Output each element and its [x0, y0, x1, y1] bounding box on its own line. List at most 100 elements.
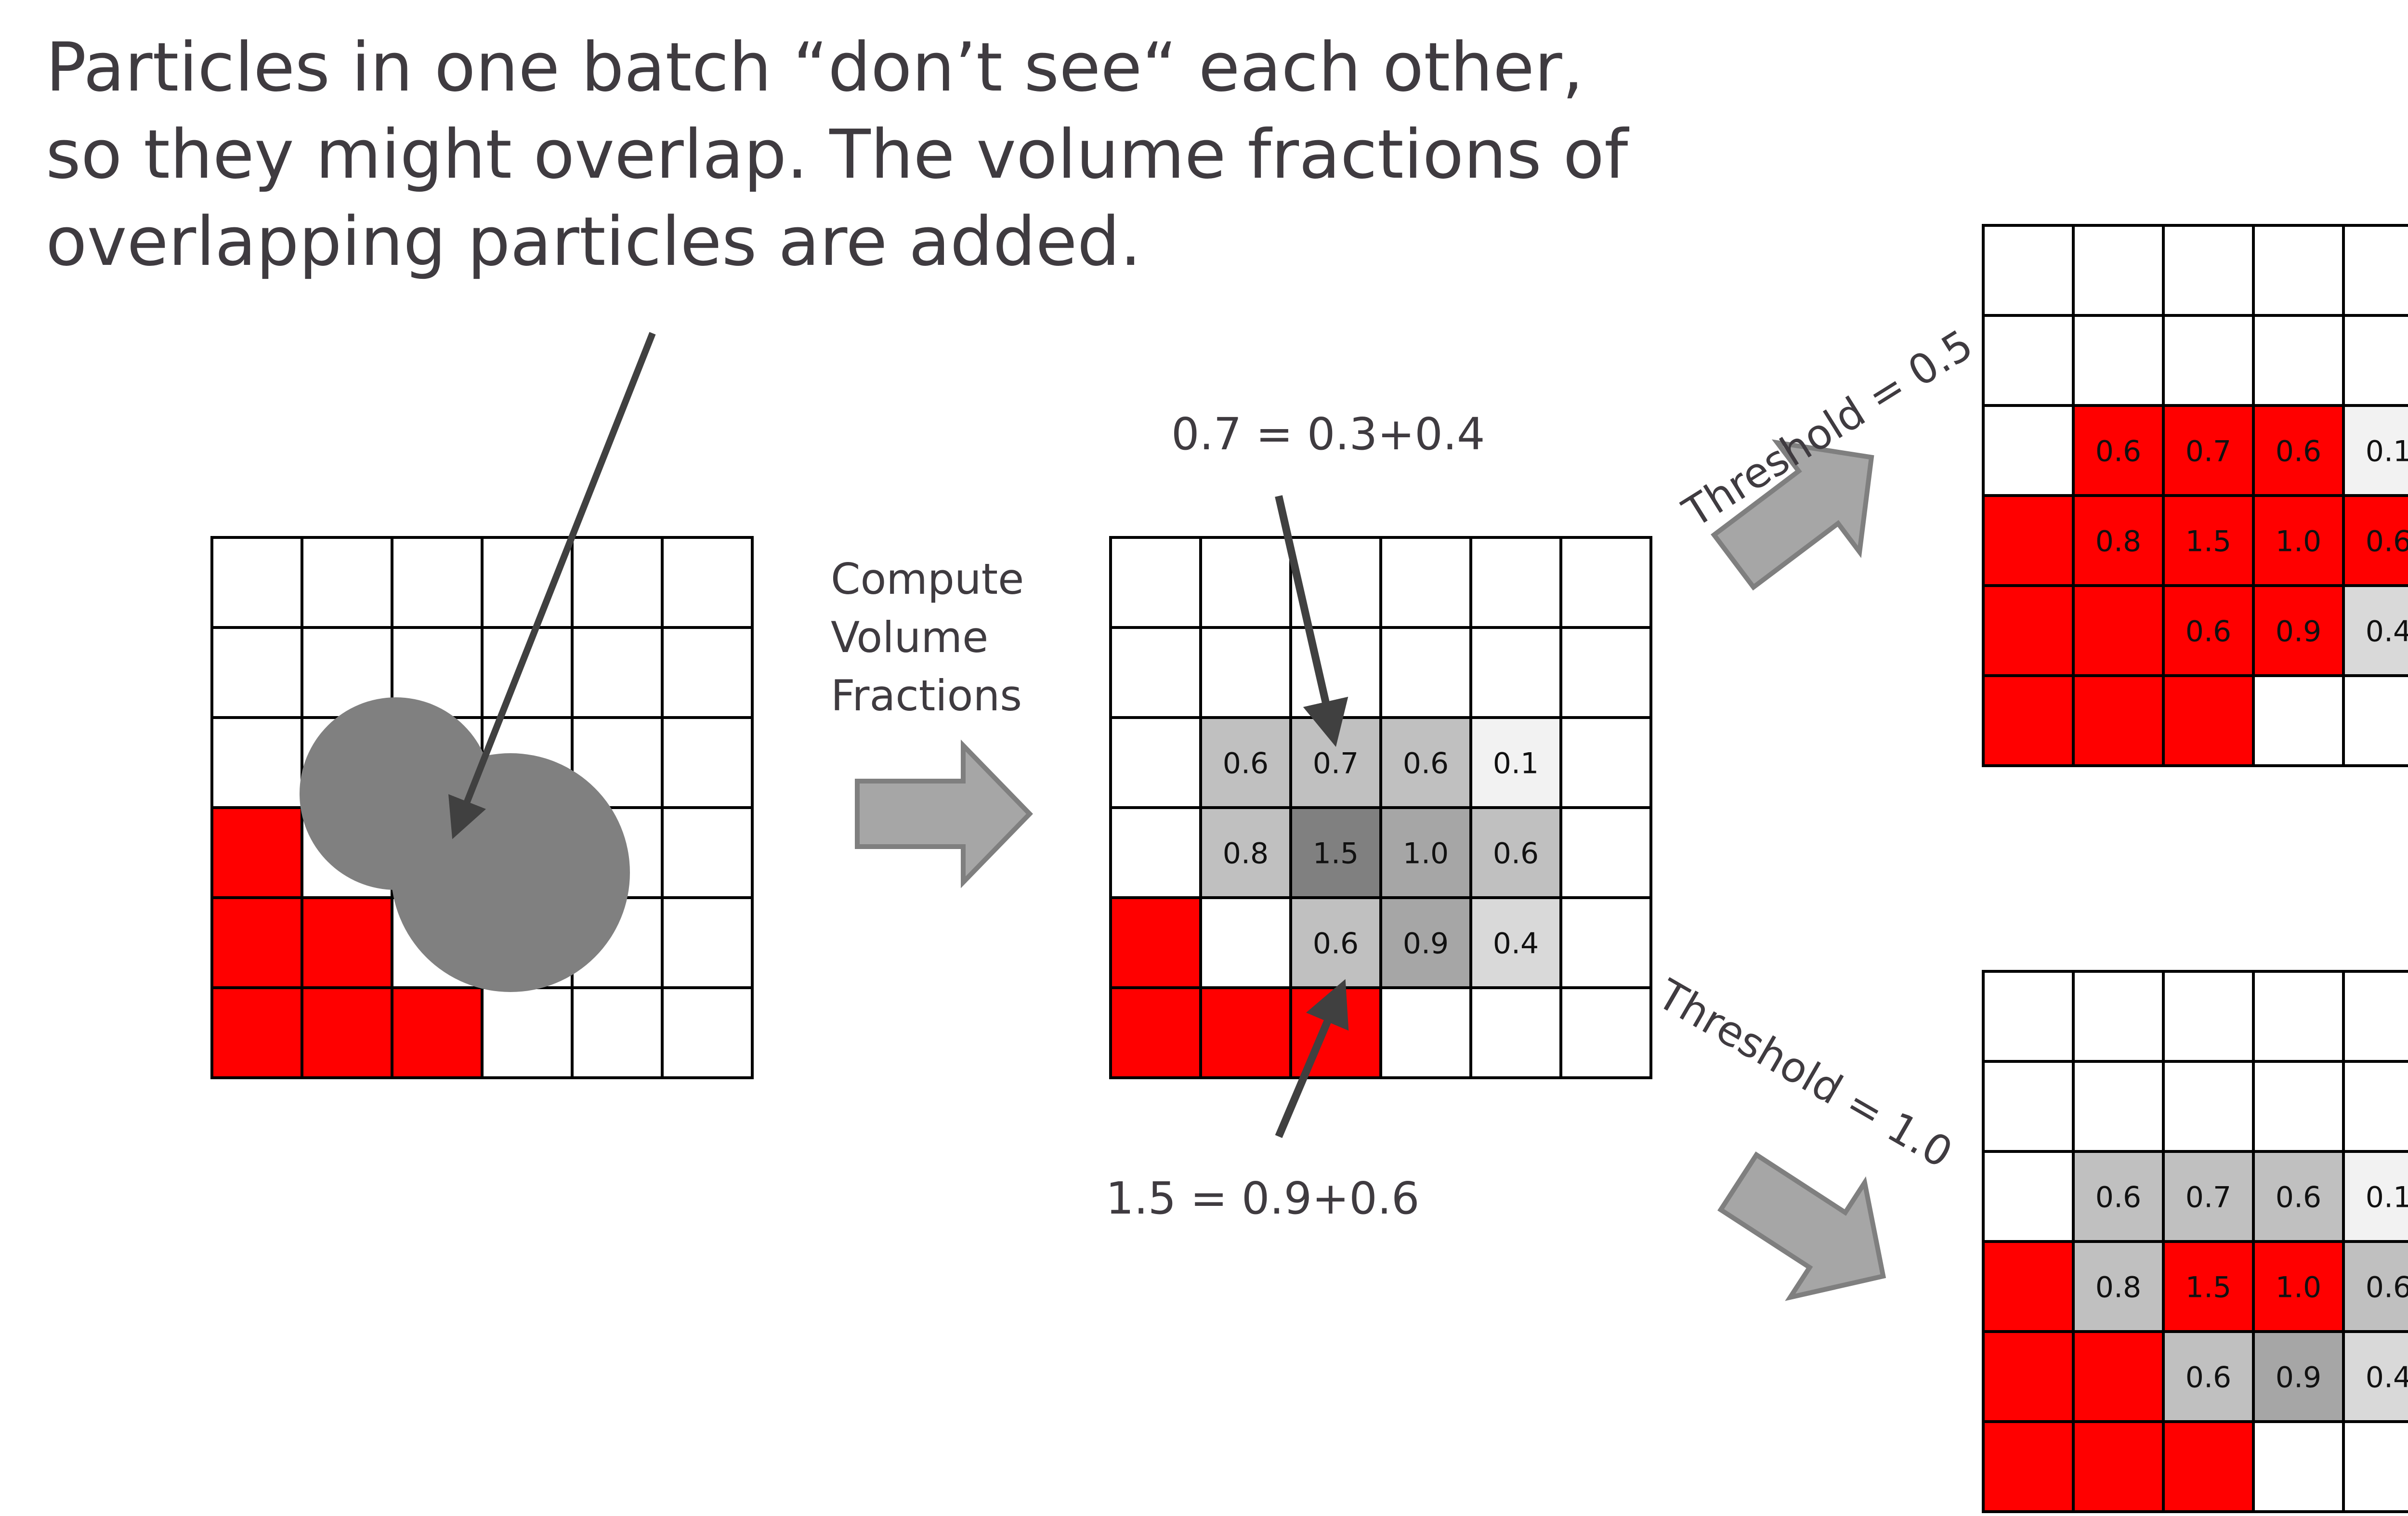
grid-cell	[2252, 1060, 2345, 1153]
grid-cell	[2162, 1150, 2255, 1243]
grid-cell	[2252, 1330, 2345, 1423]
grid-cell	[571, 986, 664, 1079]
cell-value: 0.1	[2366, 435, 2408, 469]
grid-cell	[2072, 314, 2165, 407]
grid-cell-solid	[1982, 494, 2075, 587]
grid-cell	[571, 536, 664, 629]
grid-cell	[1199, 716, 1292, 809]
grid-cell	[1379, 716, 1472, 809]
cell-value: 1.0	[2276, 525, 2321, 559]
grid-cell	[2342, 1330, 2408, 1423]
cell-value: 0.4	[2366, 615, 2408, 649]
grid-cell	[210, 536, 303, 629]
cell-value: 0.4	[2366, 1361, 2408, 1395]
grid-cell	[1982, 970, 2075, 1063]
caption-line-3: overlapping particles are added.	[46, 203, 1141, 281]
sum-bottom-label: 1.5 = 0.9+0.6	[1106, 1173, 1420, 1224]
grid-cell-solid	[1109, 896, 1202, 989]
grid-cell	[2342, 314, 2408, 407]
grid-cell	[481, 536, 574, 629]
grid-cell-solid	[2072, 674, 2165, 767]
grid-cell	[661, 716, 754, 809]
grid-cell	[1469, 536, 1562, 629]
grid-cell	[1199, 626, 1292, 719]
cell-value: 0.6	[1493, 837, 1539, 871]
cell-value: 0.6	[2095, 1181, 2141, 1215]
cell-value: 0.6	[2186, 1361, 2231, 1395]
threshold-10-arrow	[1717, 1151, 1886, 1301]
grid-cell	[1469, 716, 1562, 809]
grid-cell-solid	[2342, 494, 2408, 587]
grid-cell-solid	[391, 986, 484, 1079]
grid-cell	[661, 986, 754, 1079]
grid-cell-solid	[210, 896, 303, 989]
grid-cell	[301, 536, 393, 629]
grid-cell-solid	[301, 986, 393, 1079]
grid-cell	[1982, 1060, 2075, 1153]
grid-cell	[2342, 1060, 2408, 1153]
cell-value: 0.1	[1493, 747, 1539, 781]
grid-cell	[2072, 1060, 2165, 1153]
cell-value: 0.9	[1403, 927, 1449, 961]
cell-value: 0.6	[2276, 435, 2321, 469]
grid-cell	[661, 626, 754, 719]
grid-cell	[2072, 970, 2165, 1063]
grid-cell	[2342, 1420, 2408, 1513]
grid-cell	[1559, 626, 1652, 719]
cell-value: 0.1	[2366, 1181, 2408, 1215]
grid-cell	[1199, 896, 1292, 989]
grid-cell-solid	[2162, 674, 2255, 767]
compute-arrow	[855, 739, 1033, 889]
cell-value: 0.6	[2366, 525, 2408, 559]
grid-cell	[1199, 536, 1292, 629]
grid-cell	[1289, 806, 1382, 899]
cell-value: 0.8	[2095, 1271, 2141, 1305]
sum-top-label: 0.7 = 0.3+0.4	[1171, 408, 1485, 460]
particle-large	[391, 753, 630, 992]
grid-cell-solid	[210, 806, 303, 899]
grid-cell-solid	[1982, 1420, 2075, 1513]
grid-cell	[1469, 806, 1562, 899]
grid-cell-solid	[210, 986, 303, 1079]
grid-cell	[1109, 806, 1202, 899]
cell-value: 0.6	[2366, 1271, 2408, 1305]
grid-cell	[2252, 1420, 2345, 1513]
sum-bottom-arrow	[1275, 979, 1349, 1138]
grid-cell	[2072, 1240, 2165, 1333]
cell-value: 0.6	[2186, 615, 2231, 649]
cell-value: 1.0	[2276, 1271, 2321, 1305]
cell-value: 0.8	[2095, 525, 2141, 559]
grid-cell	[2342, 1150, 2408, 1243]
grid-cell-solid	[2072, 1330, 2165, 1423]
grid-cell	[1379, 536, 1472, 629]
grid-cell-solid	[1289, 986, 1382, 1079]
grid-cell-solid	[2072, 1420, 2165, 1513]
grid-cell-solid	[1982, 674, 2075, 767]
cell-value: 0.6	[2095, 435, 2141, 469]
grid-cell-solid	[1982, 584, 2075, 677]
grid-cell-solid	[1109, 986, 1202, 1079]
grid-cell	[2252, 224, 2345, 317]
grid-cell	[1982, 404, 2075, 497]
grid-cell	[2252, 970, 2345, 1063]
grid-cell	[2162, 970, 2255, 1063]
grid-cell	[571, 626, 664, 719]
caption-line-1: Particles in one batch “don’t see“ each …	[46, 28, 1584, 107]
grid-cell	[2252, 314, 2345, 407]
grid-cell	[661, 536, 754, 629]
cell-value: 0.6	[2276, 1181, 2321, 1215]
grid-cell	[1559, 896, 1652, 989]
grid-cell	[1379, 626, 1472, 719]
grid-cell	[1469, 626, 1562, 719]
cell-value: 1.5	[2186, 525, 2231, 559]
grid-cell	[481, 986, 574, 1079]
grid-cell	[1289, 626, 1382, 719]
grid-cell	[1982, 314, 2075, 407]
cell-value: 0.6	[1313, 927, 1359, 961]
cell-value: 0.8	[1223, 837, 1269, 871]
compute-label-line-3: Fractions	[831, 671, 1022, 720]
cell-value: 0.9	[2276, 1361, 2321, 1395]
grid-cell	[1982, 1150, 2075, 1243]
grid-cell	[2252, 1150, 2345, 1243]
grid-cell	[210, 716, 303, 809]
